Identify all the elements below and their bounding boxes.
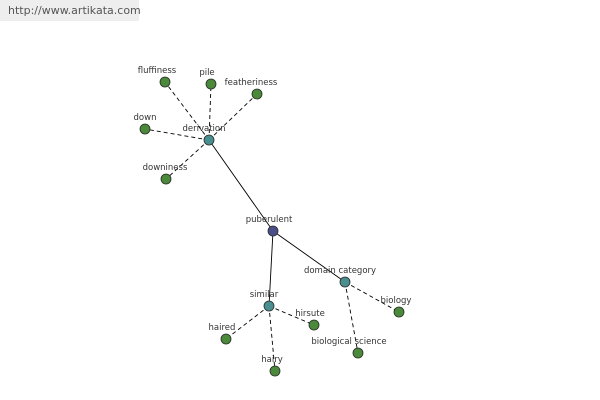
node-hirsute[interactable] [308, 319, 320, 331]
node-biological-science[interactable] [352, 347, 364, 359]
nodes-layer [139, 76, 405, 377]
label-down[interactable]: down [134, 113, 157, 123]
edge-derivation-fluffiness [164, 81, 210, 141]
node-biology[interactable] [393, 306, 405, 318]
edges-layer [144, 81, 400, 372]
node-fluffiness[interactable] [159, 76, 171, 88]
label-downiness[interactable]: downiness [143, 163, 188, 173]
label-similar[interactable]: similar [250, 290, 279, 300]
label-biological-science[interactable]: biological science [311, 337, 386, 347]
label-biology[interactable]: biology [381, 296, 412, 306]
label-featheriness[interactable]: featheriness [225, 78, 278, 88]
edge-puberulent-derivation [208, 139, 274, 232]
edge-similar-hirsute [268, 305, 315, 326]
label-hairy[interactable]: hairy [261, 355, 282, 365]
node-derivation[interactable] [203, 134, 215, 146]
edge-derivation-downiness [165, 139, 210, 180]
label-haired[interactable]: haired [209, 323, 236, 333]
label-pile[interactable]: pile [199, 68, 214, 78]
edge-domain-category-biological-science [344, 281, 359, 354]
edge-puberulent-domain-category [272, 230, 346, 283]
label-hirsute[interactable]: hirsute [295, 309, 325, 319]
node-pile[interactable] [205, 78, 217, 90]
node-featheriness[interactable] [251, 88, 263, 100]
labels-layer: puberulent derivation fluffiness pile feathe… [134, 66, 412, 365]
node-haired[interactable] [220, 333, 232, 345]
node-down[interactable] [139, 123, 151, 135]
label-derivation[interactable]: derivation [182, 124, 225, 134]
node-hairy[interactable] [269, 365, 281, 377]
node-puberulent[interactable] [267, 225, 279, 237]
edge-similar-haired [225, 305, 270, 340]
edge-derivation-down [144, 128, 210, 141]
node-domain-category[interactable] [339, 276, 351, 288]
label-domain-category[interactable]: domain category [304, 266, 376, 276]
label-fluffiness[interactable]: fluffiness [138, 66, 177, 76]
edge-puberulent-similar [268, 230, 274, 307]
source-banner: http://www.artikata.com [0, 0, 141, 21]
label-puberulent[interactable]: puberulent [246, 215, 293, 225]
edge-derivation-pile [208, 83, 212, 141]
edge-domain-category-biology [344, 281, 400, 313]
node-similar[interactable] [263, 300, 275, 312]
node-downiness[interactable] [160, 173, 172, 185]
source-url[interactable]: http://www.artikata.com [8, 4, 141, 17]
edge-similar-hairy [268, 305, 276, 372]
